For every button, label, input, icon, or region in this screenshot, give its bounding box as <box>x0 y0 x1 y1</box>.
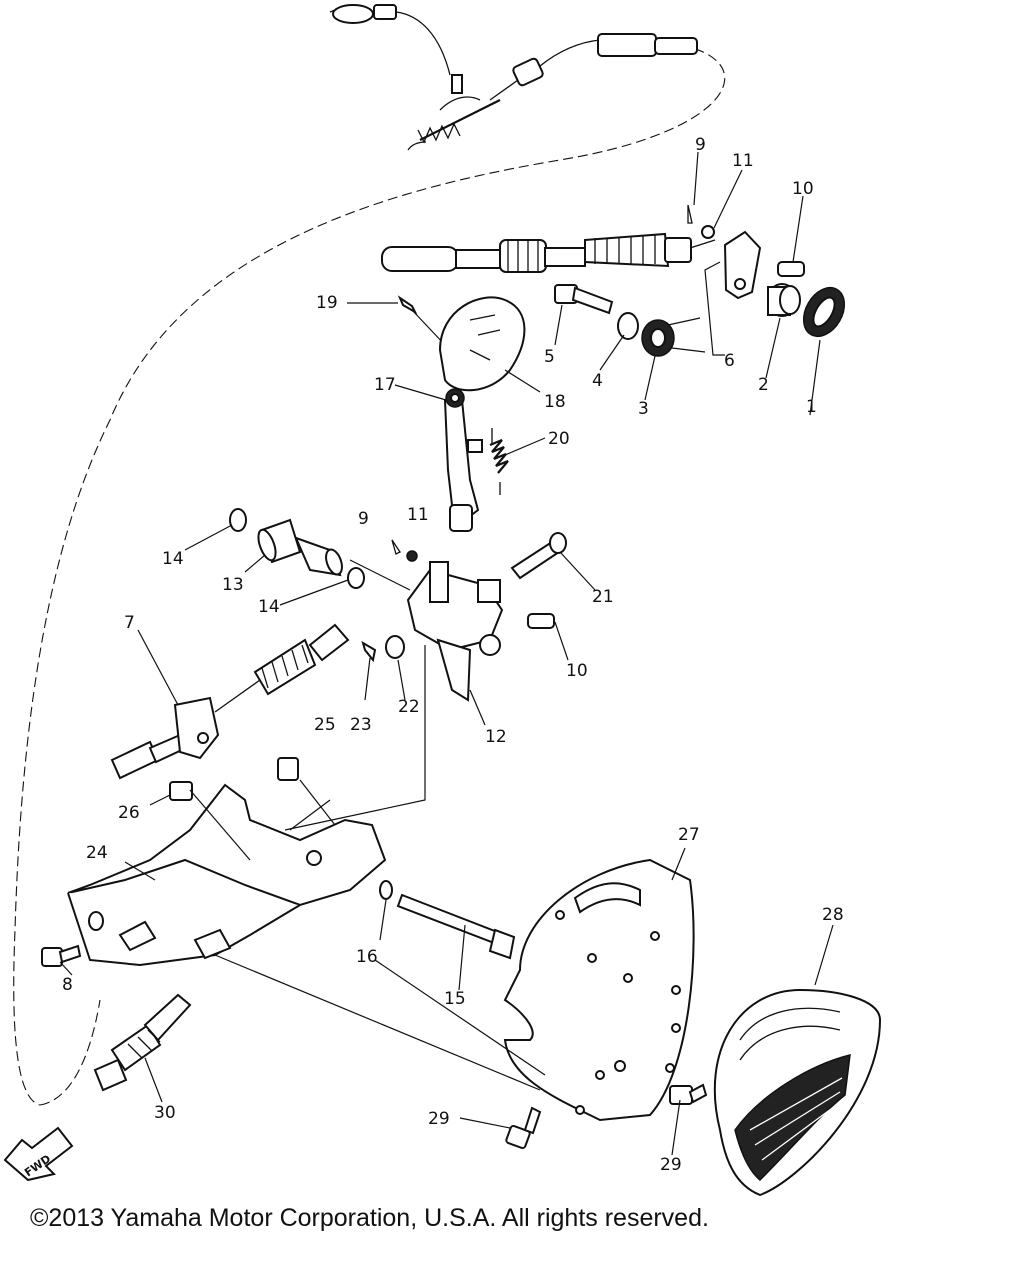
callout-labels: 1 2 3 4 5 6 7 8 9 9 10 10 11 11 12 13 14… <box>62 135 844 1175</box>
washer-16 <box>379 880 393 900</box>
disc-14-lower <box>347 567 365 589</box>
cable-routing-dashed-line <box>13 44 726 1106</box>
collar-2 <box>767 283 801 317</box>
callout-9-lower: 9 <box>358 509 369 529</box>
callout-10-top: 10 <box>792 179 814 199</box>
cable-end-30 <box>93 993 192 1092</box>
callout-4: 4 <box>592 371 603 391</box>
shift-knob-18 <box>438 296 526 392</box>
callout-21: 21 <box>592 587 614 607</box>
cable-routing-dashed-line-lower <box>39 999 101 1106</box>
clevis-pin-10-top <box>777 261 805 277</box>
washer-11-top <box>701 225 715 239</box>
disc-14-top <box>229 508 247 532</box>
callout-15: 15 <box>444 989 466 1009</box>
long-bolt-15 <box>396 893 516 960</box>
callout-30: 30 <box>154 1103 176 1123</box>
callout-25: 25 <box>314 715 336 735</box>
callout-12: 12 <box>485 727 507 747</box>
damper-13 <box>257 518 343 577</box>
leader-lines <box>59 151 834 1156</box>
spring-3 <box>641 317 706 357</box>
washer-11-lower <box>406 550 418 562</box>
cover-cap-1 <box>802 287 846 337</box>
callout-28: 28 <box>822 905 844 925</box>
mount-bracket-24 <box>67 783 387 967</box>
washer-22 <box>385 635 405 659</box>
callout-9-top: 9 <box>695 135 706 155</box>
bolt-29-right <box>669 1083 708 1105</box>
bolt-8 <box>41 944 82 967</box>
callout-10-lower: 10 <box>566 661 588 681</box>
lower-shift-cable-7 <box>110 623 350 780</box>
callout-13: 13 <box>222 575 244 595</box>
callout-24: 24 <box>86 843 108 863</box>
callout-16: 16 <box>356 947 378 967</box>
bolt-26 <box>169 781 193 801</box>
callout-11-top: 11 <box>732 151 754 171</box>
pin-19 <box>397 295 418 315</box>
callout-14-top: 14 <box>162 549 184 569</box>
callout-19: 19 <box>316 293 338 313</box>
callout-29-right: 29 <box>660 1155 682 1175</box>
return-spring-20 <box>489 428 509 495</box>
upper-shift-cable <box>381 232 716 273</box>
callout-14-lower: 14 <box>258 597 280 617</box>
case-housing-27 <box>503 858 695 1122</box>
side-cover-28 <box>713 988 882 1197</box>
clip-23 <box>361 640 377 663</box>
shift-lever-rod-17 <box>443 388 483 532</box>
top-cable-assembly <box>329 4 698 151</box>
pivot-pin-21 <box>510 532 567 580</box>
callout-5: 5 <box>544 347 555 367</box>
bolt-25 <box>277 757 299 781</box>
callout-23: 23 <box>350 715 372 735</box>
callout-6: 6 <box>724 351 735 371</box>
washer-4 <box>617 312 639 340</box>
cotter-pin-9-top <box>687 204 693 224</box>
callout-29-bottom: 29 <box>428 1109 450 1129</box>
callout-1: 1 <box>806 397 817 417</box>
callout-2: 2 <box>758 375 769 395</box>
bolt-5 <box>554 284 614 315</box>
callout-8: 8 <box>62 975 73 995</box>
copyright-notice: ©2013 Yamaha Motor Corporation, U.S.A. A… <box>30 1204 709 1232</box>
callout-22: 22 <box>398 697 420 717</box>
callout-27: 27 <box>678 825 700 845</box>
callout-17: 17 <box>374 375 396 395</box>
clevis-pin-10-lower <box>527 613 555 629</box>
callout-11-lower: 11 <box>407 505 429 525</box>
shift-lever-plate-6 <box>723 230 762 300</box>
exploded-parts-diagram: FWD <box>3 4 882 1197</box>
cotter-pin-9-lower <box>391 539 401 555</box>
bolt-29-bottom <box>505 1106 542 1150</box>
shift-bracket-12 <box>406 561 504 702</box>
callout-20: 20 <box>548 429 570 449</box>
callout-26: 26 <box>118 803 140 823</box>
callout-3: 3 <box>638 399 649 419</box>
callout-18: 18 <box>544 392 566 412</box>
callout-7: 7 <box>124 613 135 633</box>
forward-direction-arrow-icon: FWD <box>3 1126 74 1182</box>
